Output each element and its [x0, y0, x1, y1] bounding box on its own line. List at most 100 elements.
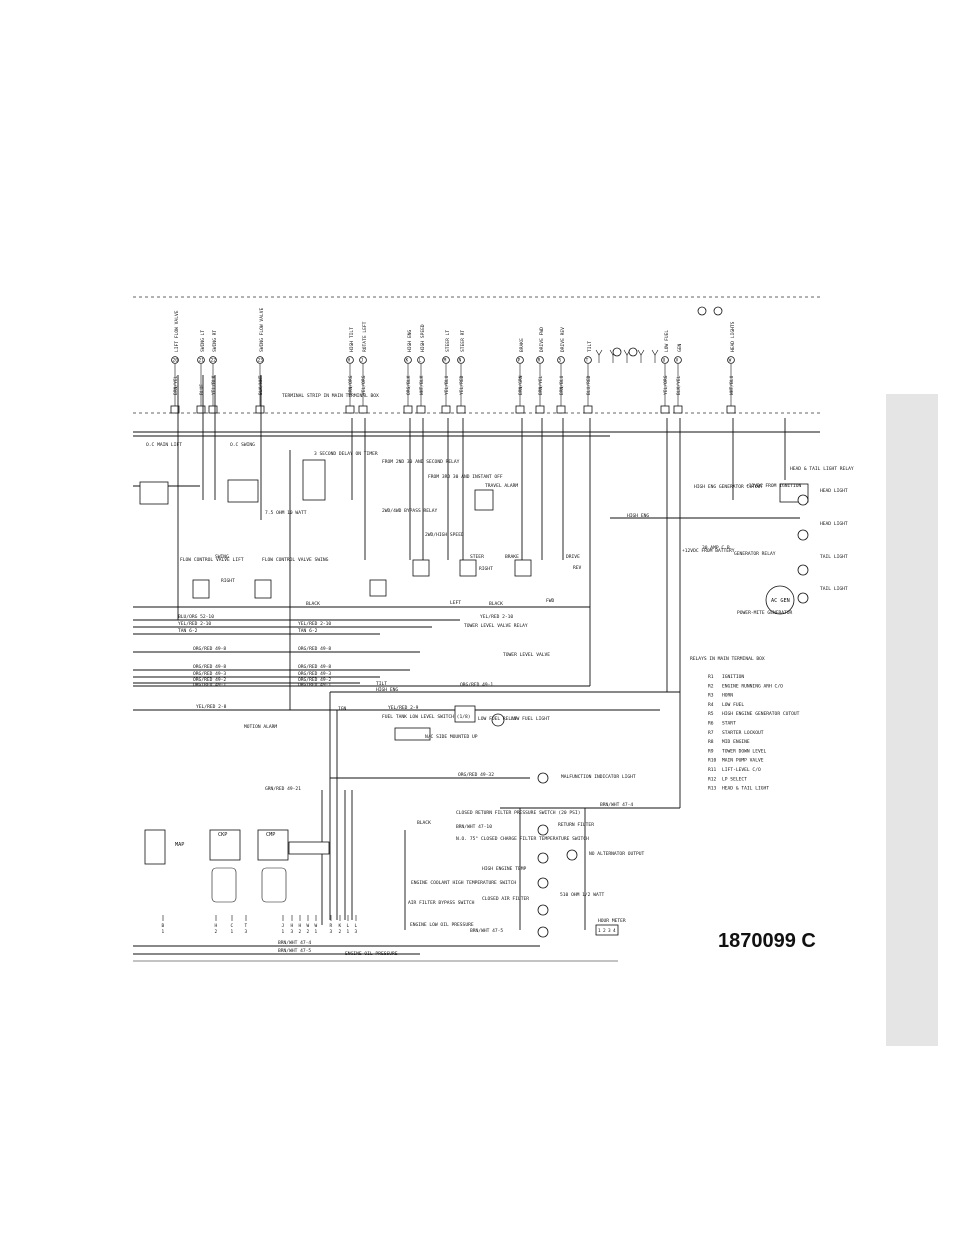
bottom-pin-number: 2 — [339, 929, 342, 935]
engine-oil-pressure-wire-label: ENGINE OIL PRESSURE — [345, 951, 398, 957]
connector-id: J — [361, 358, 364, 364]
wire-label: HIGH ENG — [376, 687, 398, 693]
component-labels: O.C MAIN LIFT O.C SWING FLOW CONTROL VAL… — [146, 442, 854, 957]
connector-label: HIGH SPEED — [420, 324, 426, 352]
motion-alarm-label: MOTION ALARM — [244, 724, 277, 730]
relay-id: R1 — [708, 674, 714, 680]
connector-wire: BRN/ORG — [348, 375, 354, 395]
wire-label: HIGH ENG — [627, 513, 649, 519]
high-speed-label: 2WD/HIGH SPEED — [425, 532, 464, 538]
wire-label: YEL/RED 2-9 — [388, 705, 419, 711]
relay-name: HIGH ENGINE GENERATOR CUTOUT — [722, 711, 800, 717]
bottom-pin-letter: H — [299, 923, 302, 929]
tower-relay-label: TOWER LEVEL VALVE RELAY — [464, 623, 528, 629]
nc-side-label: N/C SIDE MOUNTED UP — [425, 734, 478, 740]
wire-label: BLACK — [417, 820, 431, 826]
wire-label: BRN/WHT 47-10 — [456, 824, 492, 830]
timer-label: 3 SECOND DELAY ON TIMER — [314, 451, 378, 457]
connector-wire: YEL/RED — [459, 375, 465, 395]
wire-label: TAN 6-2 — [298, 628, 318, 634]
relay-name: STARTER LOCKOUT — [722, 730, 764, 736]
bottom-pin-letter: R — [330, 923, 333, 929]
high-engine-temp-label: HIGH ENGINE TEMP — [482, 866, 526, 872]
relay-id: R2 — [708, 683, 714, 689]
connector-wire: WHT/BLU — [729, 375, 735, 395]
wire-label: ORG/RED 49-32 — [458, 772, 494, 778]
connector-wire: BLK/YEL — [676, 375, 682, 395]
connector-label: BRAKE — [519, 338, 525, 352]
power-gen-label: POWER-MITE GENERATOR — [737, 610, 793, 616]
connector-label: ROTATE LEFT — [362, 321, 368, 352]
wire-label: BLU/ORG 52-10 — [178, 614, 214, 620]
bottom-pin-number: 1 — [282, 929, 285, 935]
hour-meter-pin: 3 — [608, 928, 611, 934]
bottom-pin-number: 2 — [307, 929, 310, 935]
connector-wire: YEL/BLU — [444, 375, 450, 395]
travel-alarm-label: TRAVEL ALARM — [485, 483, 518, 489]
relay-id: R5 — [708, 711, 714, 717]
wire-label: ORG/RED 49-3 — [298, 671, 331, 677]
connector-label: HIGH ENG — [407, 330, 413, 352]
connector-id: L — [419, 358, 422, 364]
document-number: 1870099 C — [718, 930, 816, 952]
wire-label: ORG/RED 49-2 — [193, 677, 226, 683]
fuel-switch-label: FUEL TANK LOW LEVEL SWITCH (1/8) — [382, 714, 471, 720]
drive-label: DRIVE — [566, 554, 580, 560]
terminal-strip-label: TERMINAL STRIP IN MAIN TERMINAL BOX — [282, 393, 379, 399]
wire-label: ORG/RED 49-8 — [298, 664, 331, 670]
connector-id: T — [586, 358, 589, 364]
hour-meter-pin: 4 — [613, 928, 616, 934]
gen-relay-label: GENERATOR RELAY — [734, 551, 776, 557]
high-eng-gen-label: HIGH ENG GENERATOR CUTOUT — [694, 484, 763, 490]
ckp-label: CKP — [218, 832, 227, 838]
connector-id: N — [459, 358, 462, 364]
tail-light-2-label: TAIL LIGHT — [820, 586, 848, 592]
relay-name: LIFT-LEVEL C/O — [722, 767, 761, 773]
connector-label: SWING RT — [212, 330, 218, 352]
connector-id: V — [676, 358, 679, 364]
wire-label: ORG/RED 49-8 — [193, 664, 226, 670]
connector-label: LIFT FLOW VALVE — [174, 310, 180, 352]
bottom-pin-number: 3 — [245, 929, 248, 935]
wire-labels: BLU/ORG 52-10 YEL/RED 2-10 TAN 6-2 YEL/R… — [178, 513, 649, 954]
bottom-pin-letter: H — [215, 923, 218, 929]
bottom-pin-letter: L — [355, 923, 358, 929]
map-label: MAP — [175, 842, 184, 848]
wire-label: YEL/RED 2-8 — [196, 704, 227, 710]
bottom-pin-number: 1 — [315, 929, 318, 935]
connector-label: LOW FUEL — [664, 330, 670, 352]
connector-id: U — [663, 358, 666, 364]
low-fuel-light-label: LOW FUEL LIGHT — [511, 716, 550, 722]
relay-id: R10 — [708, 758, 717, 764]
relay-name: LOW FUEL — [722, 702, 744, 708]
connector-wire: YEL/ORG — [361, 375, 367, 395]
from-2nd-label: FROM 2ND 30 AND SECOND RELAY — [382, 459, 460, 465]
bottom-pin-letter: L — [347, 923, 350, 929]
flow-lift-label: FLOW CONTROL VALVE LIFT — [180, 557, 244, 563]
bottom-pin-letter: K — [339, 923, 342, 929]
wire-label: BRN/WHT 47-5 — [470, 928, 503, 934]
relay-id: R9 — [708, 748, 714, 754]
relay-id: R6 — [708, 721, 714, 727]
relay-name: LP SELECT — [722, 776, 747, 782]
connector-wire: BLUE — [199, 384, 205, 395]
relay-name: MAIN PUMP VALVE — [722, 758, 764, 764]
top-connector: J ROTATE LEFT YEL/ORG — [358, 321, 368, 414]
wire-label: ORG/RED 49-1 — [193, 682, 226, 688]
tower-valve-label: TOWER LEVEL VALVE — [503, 652, 550, 658]
air-bypass-label: AIR FILTER BYPASS SWITCH — [408, 900, 475, 906]
wire-label: BLACK — [306, 601, 320, 607]
sensor-cylinders — [211, 867, 287, 903]
wire-label: IGN — [338, 706, 347, 712]
head-light-1-label: HEAD LIGHT — [820, 488, 848, 494]
connector-wire: BRN/GRN — [518, 375, 524, 395]
